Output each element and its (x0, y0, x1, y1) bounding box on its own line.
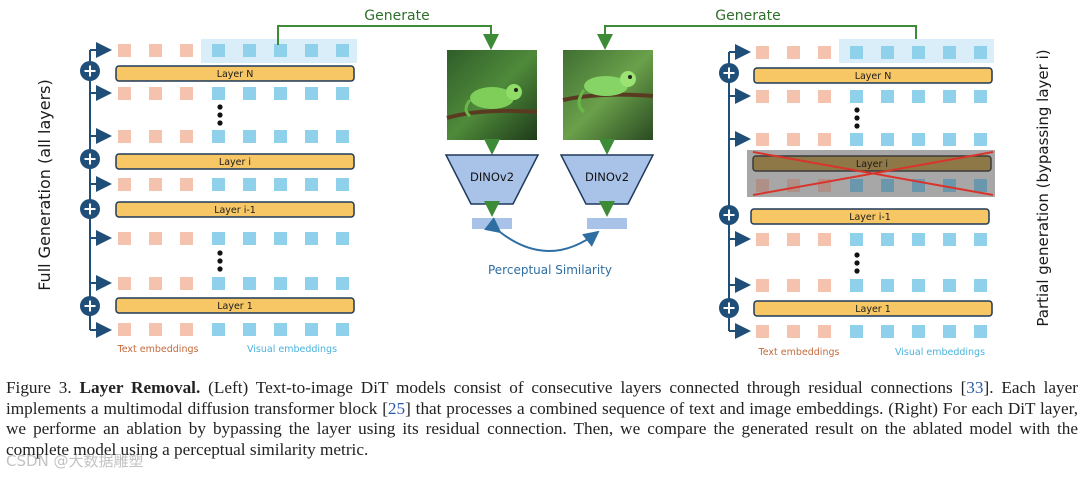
plus-icon (80, 199, 100, 219)
left-layer-n-label: Layer N (217, 69, 254, 80)
right-layer-n (753, 67, 993, 84)
right-layer-i-label: Layer i (856, 159, 888, 170)
right-layer-1 (753, 300, 993, 317)
plus-icon (80, 296, 100, 316)
right-axis-label: Partial generation (bypassing layer i) (1034, 49, 1052, 326)
center-comparison: Generate Generate DINOv2 DINOv2 (277, 8, 917, 277)
right-layer-1-label: Layer 1 (855, 304, 891, 315)
right-legend-visual: Visual embeddings (895, 347, 985, 358)
similarity-label: Perceptual Similarity (488, 263, 612, 277)
encoder-right (559, 154, 655, 205)
feature-vector-left (472, 218, 512, 229)
figure-diagram: Layer N Layer i Layer i-1 Layer 1 Text e… (35, 8, 1052, 358)
left-ellipsis (217, 104, 223, 272)
left-legend-visual: Visual embeddings (247, 344, 337, 355)
encoder-left (444, 154, 540, 205)
plus-icon (719, 63, 739, 83)
left-stack: Layer N Layer i Layer i-1 Layer 1 Text e… (35, 39, 357, 355)
left-layer-bars: Layer N Layer i Layer i-1 Layer 1 (115, 65, 355, 314)
caption-ref-33[interactable]: 33 (966, 378, 984, 397)
similarity-arrow (484, 217, 600, 252)
right-stack: Layer i Layer N Layer i-1 Layer 1 Tex (719, 39, 1052, 358)
right-generate-arrow (597, 25, 917, 50)
right-generate-label: Generate (715, 8, 780, 24)
encoder-right-label: DINOv2 (585, 170, 629, 184)
caption-ref-25[interactable]: 25 (387, 398, 406, 418)
left-embedding-rows (118, 44, 349, 336)
left-layer-1-label: Layer 1 (217, 301, 253, 312)
plus-icon (80, 149, 100, 169)
caption-text-3: ] that processes a combined sequence of … (6, 398, 1078, 459)
left-generate-label: Generate (364, 8, 429, 24)
left-layer-n (115, 65, 355, 82)
right-ellipsis (854, 107, 860, 274)
right-layer-i-1 (750, 208, 990, 225)
left-layer-i (115, 153, 355, 170)
right-embedding-rows (756, 46, 987, 338)
left-legend-text: Text embeddings (117, 344, 199, 355)
plus-icon (719, 205, 739, 225)
left-generate-arrow (277, 25, 499, 50)
right-layer-bars: Layer N Layer i-1 Layer 1 (750, 67, 993, 317)
generated-image-partial (562, 50, 654, 140)
left-plus-nodes (80, 61, 100, 316)
plus-icon (80, 61, 100, 81)
feature-vector-right (587, 218, 627, 229)
bypassed-layer-block: Layer i (747, 150, 995, 197)
caption-text-2: ]. Each layer implements a multimodal di… (6, 378, 1078, 418)
bypass-cross-icon (752, 151, 994, 196)
right-layer-i (752, 155, 992, 172)
caption-text-1: (Left) Text-to-image DiT models consist … (200, 378, 967, 397)
plus-icon (719, 298, 739, 318)
left-layer-1 (115, 297, 355, 314)
left-layer-i-1-label: Layer i-1 (214, 205, 256, 216)
caption-title: Layer Removal. (79, 378, 201, 397)
figure-caption: Figure 3. Layer Removal. (Left) Text-to-… (6, 378, 1078, 460)
left-layer-i-1 (115, 201, 355, 218)
right-layer-i-1-label: Layer i-1 (849, 212, 891, 223)
generated-image-full (446, 50, 538, 140)
right-layer-n-label: Layer N (855, 71, 892, 82)
left-axis-label: Full Generation (all layers) (35, 79, 54, 291)
watermark: CSDN @大数据雕塑 (6, 452, 144, 470)
caption-figure-label: Figure 3. (6, 378, 72, 397)
right-plus-nodes (719, 63, 739, 318)
encoder-left-label: DINOv2 (470, 170, 514, 184)
right-legend-text: Text embeddings (758, 347, 840, 358)
left-layer-i-label: Layer i (219, 157, 251, 168)
